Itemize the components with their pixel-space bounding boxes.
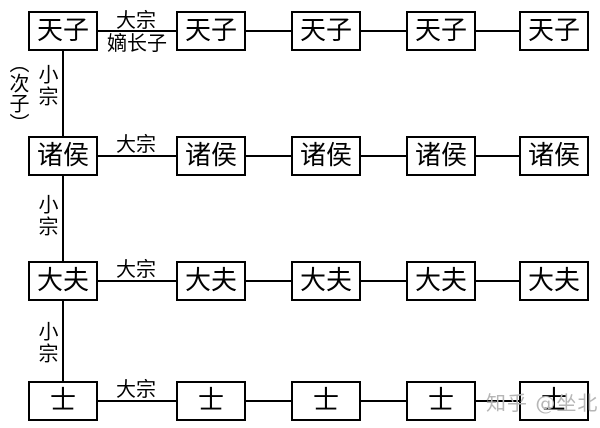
dazong-label-row3: 大宗 <box>116 257 156 281</box>
dazong-label-row1: 大宗 <box>116 8 156 32</box>
rank-box-shi-4: 士 <box>406 381 476 421</box>
rank-box-dafu-3: 大夫 <box>291 261 361 301</box>
rank-box-dafu-2: 大夫 <box>176 261 246 301</box>
rank-box-shi-5: 士 <box>519 381 589 421</box>
rank-box-tianzi-5: 天子 <box>519 11 589 51</box>
rank-box-zhuhou-4: 诸侯 <box>406 136 476 176</box>
zhihu-watermark: 知乎 @坐北 <box>486 391 599 415</box>
rank-box-tianzi-4: 天子 <box>406 11 476 51</box>
rank-box-shi-1: 士 <box>28 381 98 421</box>
rank-box-zhuhou-1: 诸侯 <box>28 136 98 176</box>
rank-box-shi-2: 士 <box>176 381 246 421</box>
rank-box-dafu-5: 大夫 <box>519 261 589 301</box>
rank-box-tianzi-3: 天子 <box>291 11 361 51</box>
rank-box-dafu-4: 大夫 <box>406 261 476 301</box>
dazong-label-row4: 大宗 <box>116 377 156 401</box>
rank-box-zhuhou-3: 诸侯 <box>291 136 361 176</box>
rank-box-shi-3: 士 <box>291 381 361 421</box>
rank-box-tianzi-1: 天子 <box>28 11 98 51</box>
vertical-connector-line <box>62 31 64 401</box>
rank-box-zhuhou-2: 诸侯 <box>176 136 246 176</box>
xiaozong-label-3: 小宗 <box>35 321 59 365</box>
rank-box-dafu-1: 大夫 <box>28 261 98 301</box>
xiaozong-label-1: 小宗 <box>35 64 59 108</box>
xiaozong-label-2: 小宗 <box>35 194 59 238</box>
dizhangzi-label-row1: 嫡长子 <box>107 31 167 55</box>
rank-box-zhuhou-5: 诸侯 <box>519 136 589 176</box>
cizi-side-note: （次子） <box>6 53 30 133</box>
rank-box-tianzi-2: 天子 <box>176 11 246 51</box>
dazong-label-row2: 大宗 <box>116 132 156 156</box>
